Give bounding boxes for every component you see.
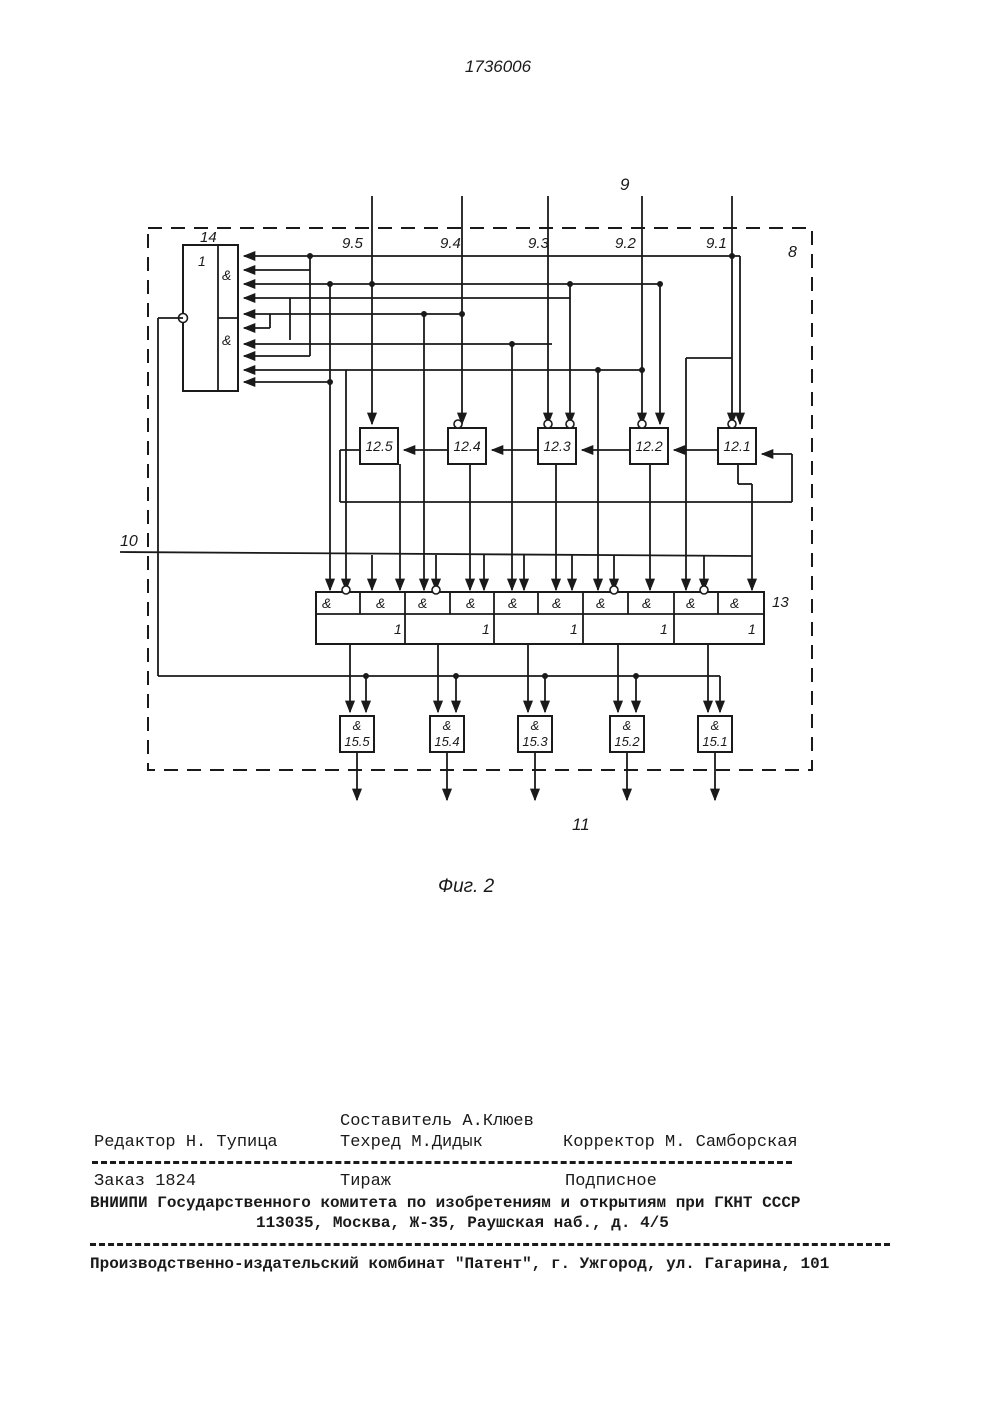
block-14-and-lower: & [222,332,231,348]
and-gate-15-3: 15.3 [522,734,548,749]
and-gate-15-5: 15.5 [344,734,370,749]
block-13-and-3a: & [508,595,517,611]
imprint-divider-top [92,1161,792,1164]
block-13-or-1: 1 [394,621,402,637]
block-13-and-5b: & [730,595,739,611]
and-gate-15-3-symbol: & [531,718,540,733]
input-label-9-5: 9.5 [342,235,364,252]
output-bus-label: 11 [572,815,590,834]
imprint-compiler: Составитель А.Клюев [340,1112,534,1131]
imprint-circulation: Тираж [340,1172,391,1191]
imprint-publisher: Производственно-издательский комбинат "П… [90,1255,829,1273]
imprint-corrector: Корректор М. Самборская [563,1133,798,1152]
block-13-and-1a: & [322,595,331,611]
imprint-organization: ВНИИПИ Государственного комитета по изоб… [90,1194,801,1212]
block-13-or-4: 1 [660,621,668,637]
patent-number: 1736006 [465,57,532,76]
block-13-and-4a: & [596,595,605,611]
unit-boundary [148,228,812,770]
register-12-2: 12.2 [635,438,662,454]
block-13-or-3: 1 [570,621,578,637]
register-12-4: 12.4 [453,438,480,454]
block-13-label: 13 [772,594,789,611]
register-12-3: 12.3 [543,438,570,454]
block-13-or-5: 1 [748,621,756,637]
block-13 [316,555,764,712]
input-bus-label: 9 [620,175,630,194]
register-12-1: 12.1 [723,438,750,454]
figure-caption: Фиг. 2 [438,876,495,897]
block-13-and-1b: & [376,595,385,611]
and-gate-15-1-symbol: & [711,718,720,733]
unit-label: 8 [788,244,797,261]
and-gate-15-1: 15.1 [702,734,727,749]
input-label-9-1: 9.1 [706,235,727,252]
imprint-subscription: Подписное [565,1172,657,1191]
input-lines [372,196,732,424]
block-14-label: 14 [200,229,217,246]
and-gate-15-4: 15.4 [434,734,459,749]
block-13-or-2: 1 [482,621,490,637]
block-13-and-2a: & [418,595,427,611]
imprint-order: Заказ 1824 [94,1172,196,1191]
imprint-techred: Техред М.Дидык [340,1133,483,1152]
and-gate-15-4-symbol: & [443,718,452,733]
imprint-divider-bottom [90,1243,890,1246]
input-label-9-3: 9.3 [528,235,550,252]
and-gate-15-2: 15.2 [614,734,640,749]
imprint-editor: Редактор Н. Тупица [94,1133,278,1152]
block-13-and-4b: & [642,595,651,611]
block-14-and-upper: & [222,267,231,283]
block-14-or: 1 [198,253,206,269]
imprint-address: 113035, Москва, Ж-35, Раушская наб., д. … [256,1214,669,1232]
and-gate-15-5-symbol: & [353,718,362,733]
input-10-label: 10 [120,533,138,550]
block-13-and-2b: & [466,595,475,611]
block-13-and-5a: & [686,595,695,611]
and-gate-15-2-symbol: & [623,718,632,733]
input-label-9-4: 9.4 [440,235,461,252]
register-12-5: 12.5 [365,438,392,454]
input-label-9-2: 9.2 [615,235,637,252]
block-13-and-3b: & [552,595,561,611]
